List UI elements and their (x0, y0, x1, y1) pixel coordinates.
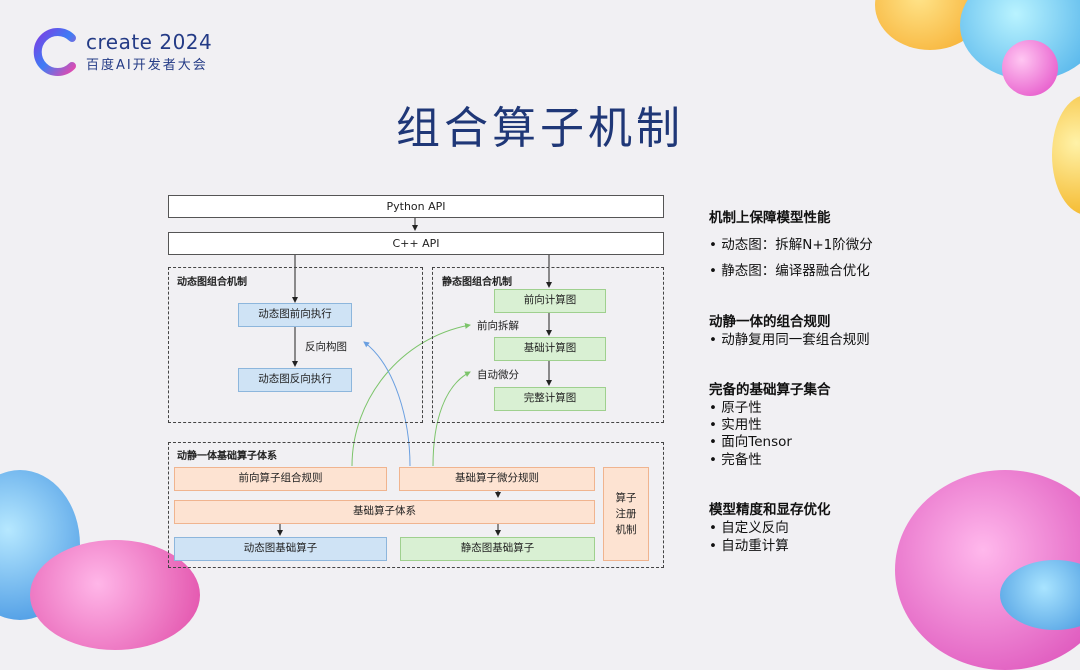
backward-build-note: 反向构图 (305, 341, 347, 353)
logo-subtitle: 百度AI开发者大会 (86, 58, 208, 73)
decor-blob-pink-ball (1002, 40, 1058, 96)
operator-register-box: 算子 注册 机制 (603, 467, 649, 561)
list-item: • 自定义反向 (709, 520, 789, 536)
list-item: • 面向Tensor (709, 434, 792, 450)
python-api-bar: Python API (168, 195, 664, 218)
autodiff-note: 自动微分 (477, 369, 519, 381)
list-item: • 动静复用同一套组合规则 (709, 332, 870, 348)
list-item: • 实用性 (709, 417, 762, 433)
cpp-api-bar: C++ API (168, 232, 664, 255)
static-basic-box: 基础计算图 (494, 337, 606, 361)
list-item: • 自动重计算 (709, 538, 789, 554)
dynamic-group-label: 动态图组合机制 (177, 277, 247, 288)
unified-operator-group (168, 442, 664, 568)
forward-split-note: 前向拆解 (477, 320, 519, 332)
register-line-1: 算子 (615, 492, 637, 504)
diagram-connectors (277, 218, 552, 536)
list-item: • 原子性 (709, 400, 762, 416)
list-item: • 动态图：拆解N+1阶微分 (709, 237, 873, 253)
section-heading-performance: 机制上保障模型性能 (709, 210, 831, 226)
basic-diff-rule-box: 基础算子微分规则 (399, 467, 595, 491)
section-heading-operator-set: 完备的基础算子集合 (709, 382, 831, 398)
unified-group-label: 动静一体基础算子体系 (177, 451, 277, 462)
forward-compose-rule-box: 前向算子组合规则 (174, 467, 387, 491)
section-heading-precision-memory: 模型精度和显存优化 (709, 502, 831, 518)
list-item: • 完备性 (709, 452, 762, 468)
static-forward-box: 前向计算图 (494, 289, 606, 313)
dynamic-basic-ops-box: 动态图基础算子 (174, 537, 387, 561)
section-heading-unified-rules: 动静一体的组合规则 (709, 314, 831, 330)
register-line-2: 注册 (615, 508, 637, 520)
basic-operator-system-box: 基础算子体系 (174, 500, 595, 524)
dynamic-forward-box: 动态图前向执行 (238, 303, 352, 327)
logo-wordmark: create 2024 (86, 30, 213, 54)
static-full-box: 完整计算图 (494, 387, 606, 411)
static-basic-ops-box: 静态图基础算子 (400, 537, 595, 561)
dynamic-backward-box: 动态图反向执行 (238, 368, 352, 392)
static-graph-group (432, 267, 664, 423)
dynamic-graph-group (168, 267, 423, 423)
register-line-3: 机制 (615, 524, 637, 536)
create-logo-icon (33, 28, 76, 76)
page-title: 组合算子机制 (396, 103, 684, 154)
list-item: • 静态图：编译器融合优化 (709, 263, 870, 279)
static-group-label: 静态图组合机制 (442, 277, 512, 288)
